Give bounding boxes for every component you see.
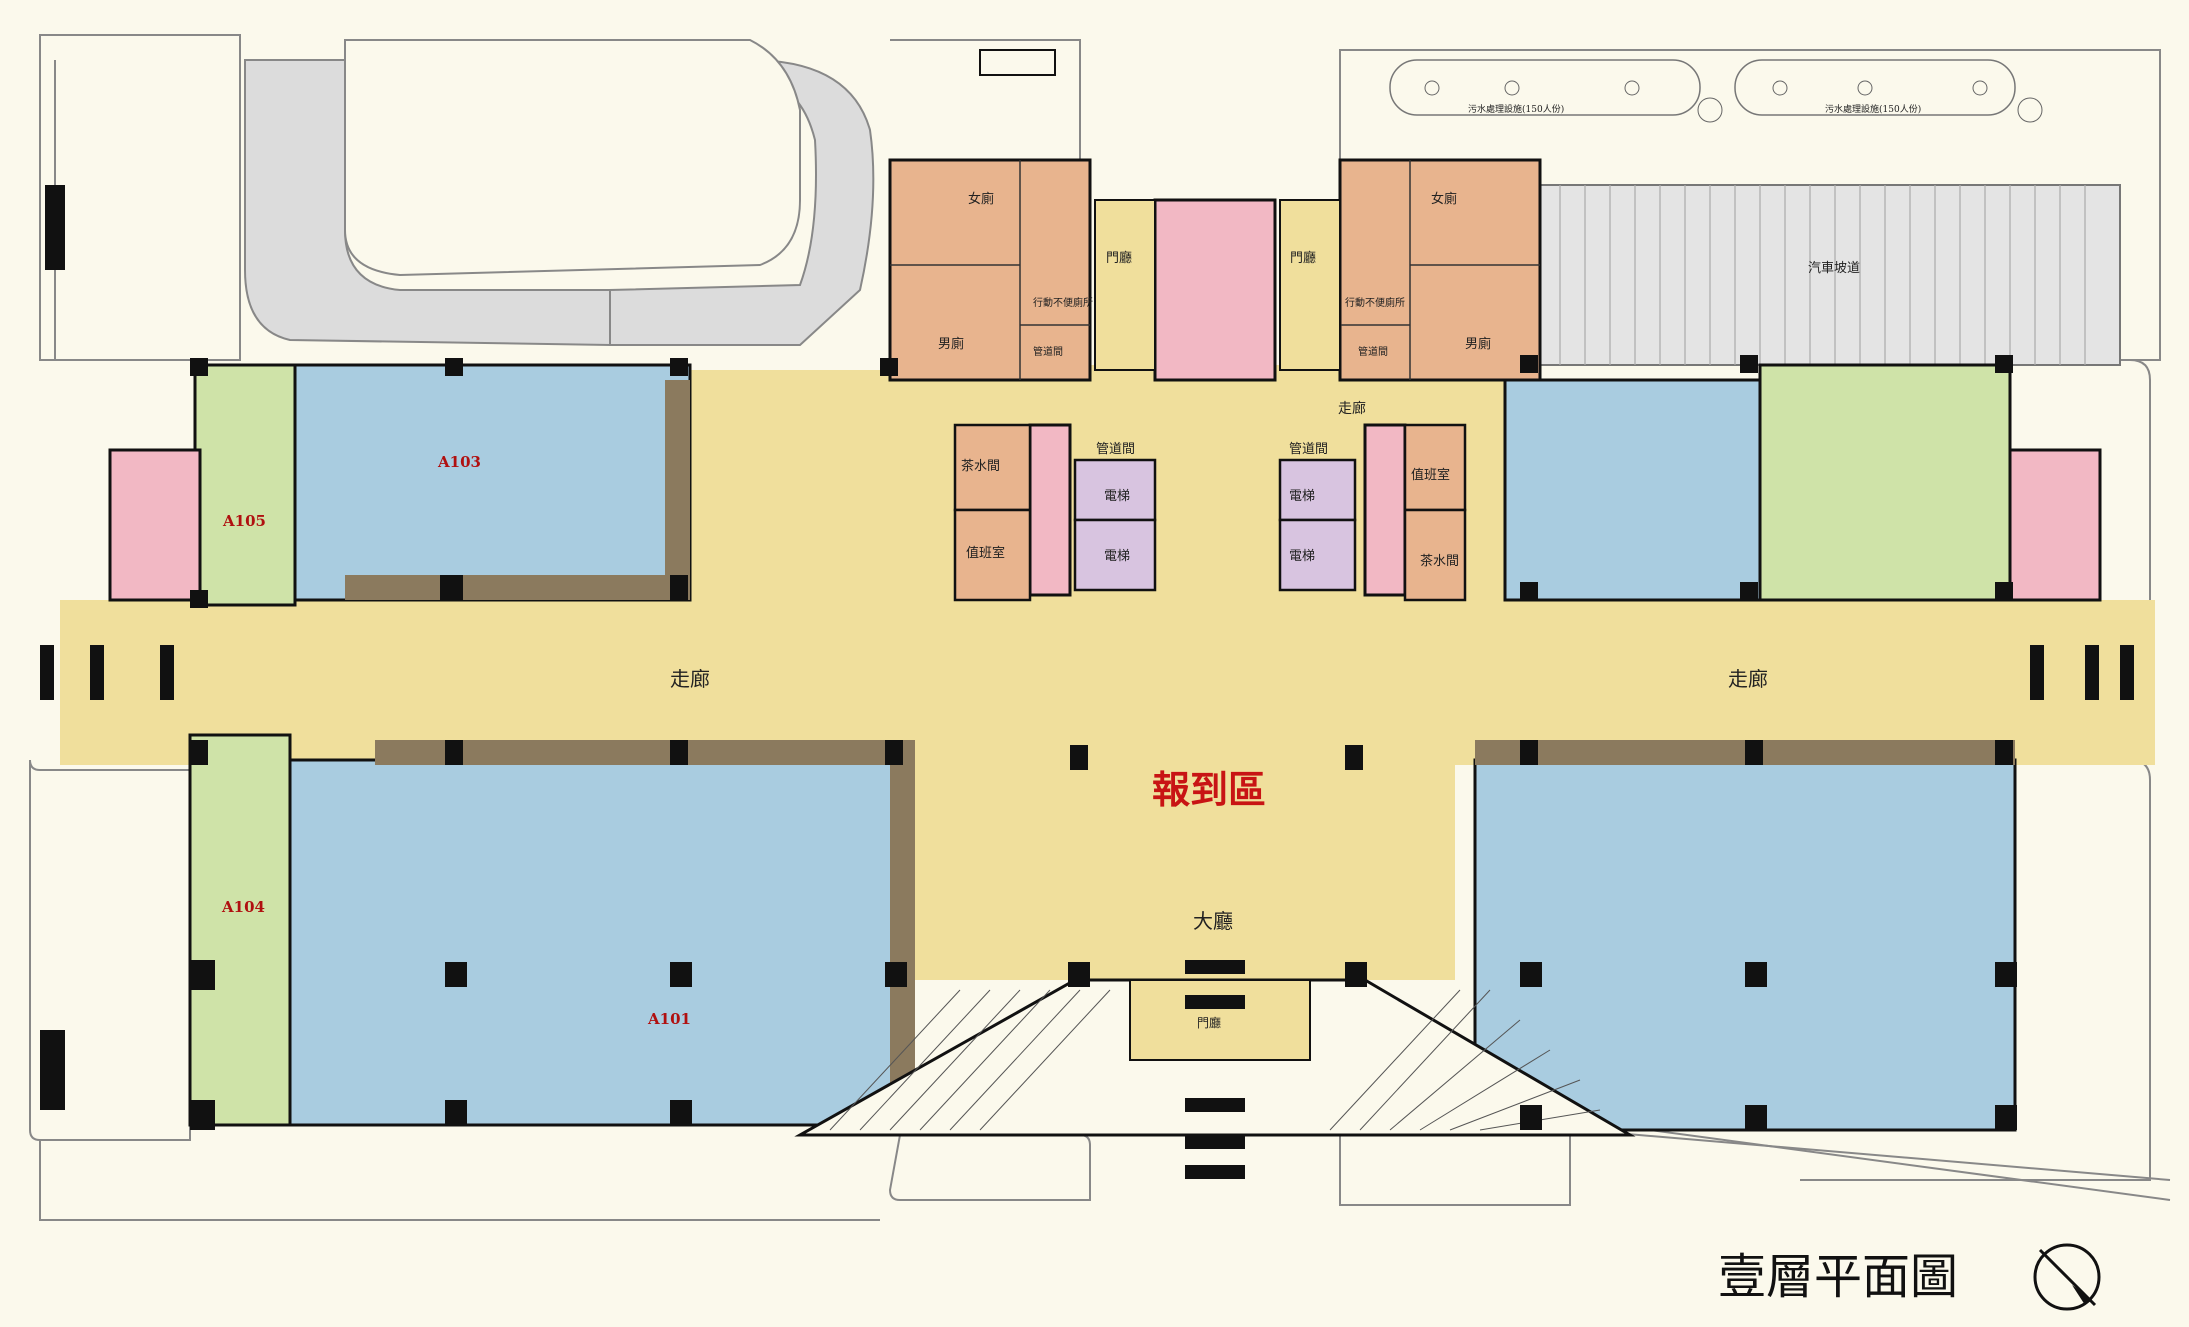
label-corridor-top: 走廊 [1338,400,1366,417]
classrooms [288,363,2017,1132]
label-corridor-left: 走廊 [670,667,710,691]
label-entry-left: 門廳 [1106,250,1132,266]
sewage-area [1389,59,2043,123]
room-a101 [288,758,897,1127]
entry-mats [1185,960,1245,1179]
label-ramp: 汽車坡道 [1808,261,1860,276]
drive-right [609,58,875,346]
label-duty-right: 值班室 [1411,467,1450,483]
plaza-hatch [829,989,1601,1131]
label-elevator-2: 電梯 [1104,549,1130,564]
label-men-right: 男廁 [1465,336,1491,352]
label-women-left: 女廁 [968,191,994,207]
plan-title: 壹層平面圖 [1718,1249,1958,1305]
label-entrance-hall: 門廳 [1197,1015,1221,1030]
label-pipe-left: 管道間 [1096,442,1135,457]
label-lobby: 大廳 [1193,909,1233,933]
columns [190,355,2017,1130]
car-ramp [1539,184,2121,366]
label-elevator-3: 電梯 [1289,489,1315,504]
room-a103 [293,363,692,602]
label-elevator-4: 電梯 [1289,549,1315,564]
label-pipe-right: 管道間 [1289,442,1328,457]
room-a105 [193,363,297,607]
planter-top-left [344,39,801,277]
label-men-left: 男廁 [938,336,964,352]
room-a104 [188,733,292,1127]
label-pipe-small-right: 管道間 [1358,345,1388,358]
stairs [108,198,2102,602]
label-pipe-small-left: 管道間 [1033,345,1063,358]
label-tea-left: 茶水間 [961,458,1000,474]
label-sewage-1: 污水處理設施(150人份) [1468,103,1564,115]
label-a105: A105 [222,512,266,530]
label-registration: 報到區 [1152,768,1266,812]
label-entry-right: 門廳 [1290,250,1316,266]
entrance-vestibule [1129,979,1311,1061]
drive-left [244,59,611,347]
label-duty-left: 值班室 [966,545,1005,561]
label-corridor-right: 走廊 [1728,667,1768,691]
label-accessible-right: 行動不便廁所 [1345,296,1405,309]
label-accessible-left: 行動不便廁所 [1033,296,1093,309]
service-rooms [953,423,1467,602]
vestibules [1094,199,1341,371]
label-a101: A101 [647,1010,691,1028]
side-entry-bars [40,49,2134,1110]
label-sewage-2: 污水處理設施(150人份) [1825,103,1921,115]
label-a103: A103 [437,453,481,471]
north-arrow-icon [2033,1243,2101,1311]
label-a104: A104 [221,898,265,916]
restrooms [888,158,1542,382]
elevators [1073,458,1357,592]
label-elevator-1: 電梯 [1104,489,1130,504]
label-women-right: 女廁 [1431,191,1457,207]
label-tea-right: 茶水間 [1420,553,1459,569]
side-rooms [188,363,2012,1127]
